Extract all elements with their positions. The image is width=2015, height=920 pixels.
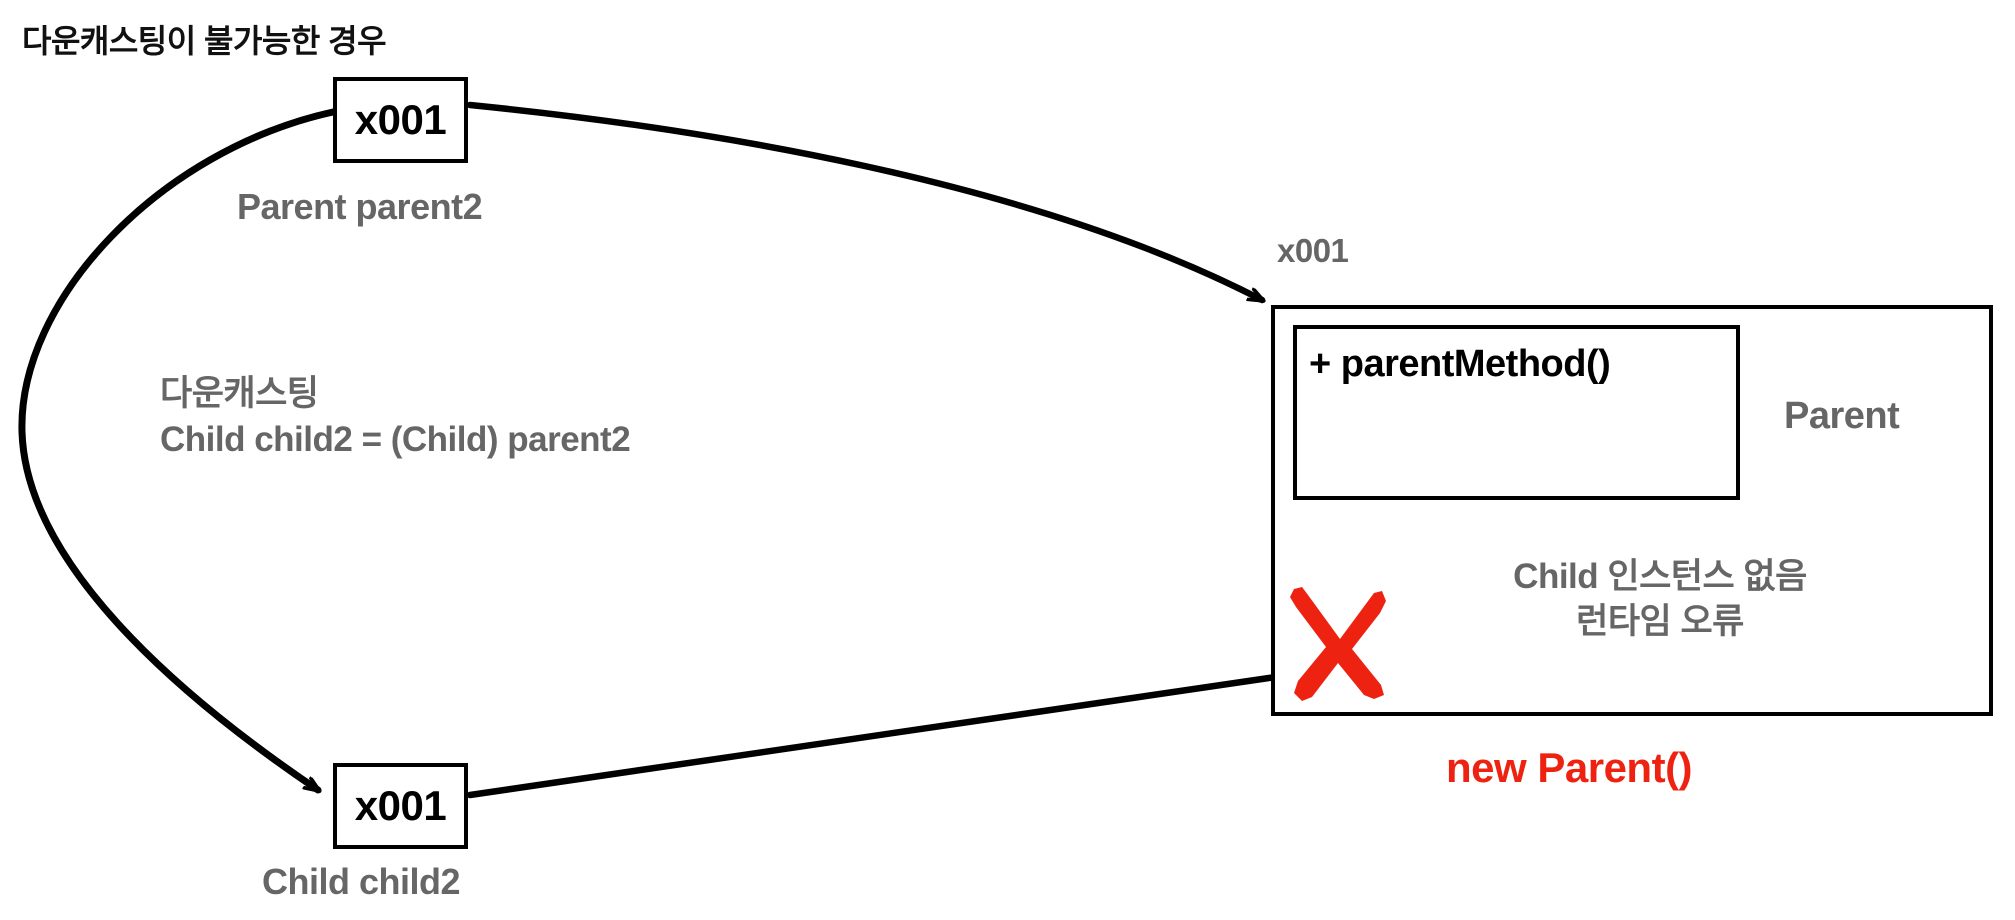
heap-object-class-label: Parent bbox=[1784, 395, 1900, 437]
parent-method-box: + parentMethod() bbox=[1293, 325, 1740, 500]
child-reference-box: x001 bbox=[333, 763, 468, 849]
page-title: 다운캐스팅이 불가능한 경우 bbox=[22, 23, 387, 59]
child-reference-declaration: Child child2 bbox=[262, 861, 461, 902]
heap-object-address: x001 bbox=[1277, 232, 1349, 269]
runtime-error-line2: 런타임 오류 bbox=[1576, 601, 1744, 641]
downcast-annotation-line2: Child child2 = (Child) parent2 bbox=[160, 420, 631, 460]
red-x-mark-icon bbox=[1290, 587, 1386, 701]
runtime-error-line1: Child 인스턴스 없음 bbox=[1513, 557, 1807, 596]
parent-reference-box: x001 bbox=[333, 77, 468, 163]
parent-reference-address: x001 bbox=[354, 96, 447, 143]
arrow-parent-to-object bbox=[466, 101, 1262, 304]
parent-reference-declaration: Parent parent2 bbox=[237, 186, 483, 227]
instantiation-expression: new Parent() bbox=[1446, 744, 1693, 791]
runtime-error-note: Child 인스턴스 없음 런타임 오류 bbox=[1430, 555, 1890, 645]
downcast-annotation: 다운캐스팅 Child child2 = (Child) parent2 bbox=[160, 371, 631, 463]
arrow-child-to-object bbox=[466, 660, 1396, 799]
downcast-annotation-line1: 다운캐스팅 bbox=[160, 374, 319, 413]
parent-method-signature: + parentMethod() bbox=[1309, 343, 1611, 385]
child-reference-address: x001 bbox=[354, 782, 447, 829]
